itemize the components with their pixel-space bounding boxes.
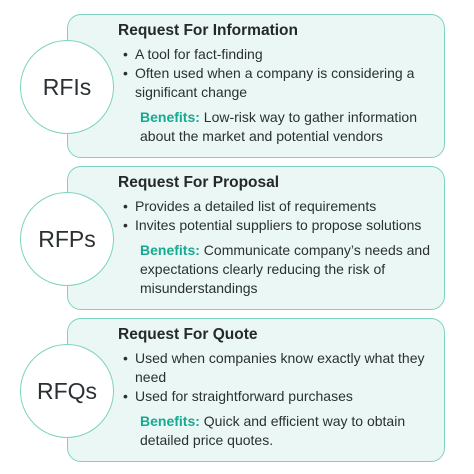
list-item: • Used for straightforward purchases [118,387,436,406]
benefits-text: Low-risk way to gather information about… [140,109,417,144]
rfi-card: Request For Information • A tool for fact… [67,14,445,158]
rfq-content: Request For Quote • Used when companies k… [118,325,436,450]
benefits-label: Benefits: [140,413,200,429]
benefits-text: Quick and efficient way to obtain detail… [140,413,406,448]
rfq-abbr: RFQs [36,377,98,404]
benefits-label: Benefits: [140,109,200,125]
bullet-text: Provides a detailed list of requirements [135,198,377,214]
bullet-icon: • [123,388,128,404]
benefits-text: Communicate company’s needs and expectat… [140,242,430,296]
rfp-circle: RFPs [20,192,114,286]
rfp-abbr: RFPs [38,225,96,252]
benefits-label: Benefits: [140,242,200,258]
bullet-text: A tool for fact-finding [135,46,263,62]
bullet-icon: • [123,350,128,366]
bullet-text: Used for straightforward purchases [135,388,353,404]
rfq-benefits: Benefits: Quick and efficient way to obt… [118,412,436,450]
bullet-icon: • [123,65,128,81]
rfi-content: Request For Information • A tool for fact… [118,21,436,146]
list-item: • Used when companies know exactly what t… [118,349,436,387]
rfp-benefits: Benefits: Communicate company’s needs an… [118,241,436,298]
bullet-icon: • [123,198,128,214]
rfi-title: Request For Information [118,22,298,39]
rfq-card: Request For Quote • Used when companies k… [67,318,445,462]
list-item: • Often used when a company is considerin… [118,64,436,102]
bullet-icon: • [123,217,128,233]
rfp-bullet-list: • Provides a detailed list of requirement… [118,197,436,235]
rfi-circle: RFIs [20,40,114,134]
bullet-text: Often used when a company is considering… [135,65,415,100]
list-item: • A tool for fact-finding [118,45,436,64]
rfp-card: Request For Proposal • Provides a detaile… [67,166,445,310]
rfp-content: Request For Proposal • Provides a detaile… [118,173,436,298]
rfq-circle: RFQs [20,344,114,438]
rfq-title: Request For Quote [118,326,258,343]
rfi-abbr: RFIs [42,73,92,100]
bullet-text: Invites potential suppliers to propose s… [135,217,422,233]
list-item: • Invites potential suppliers to propose … [118,216,436,235]
rfq-bullet-list: • Used when companies know exactly what t… [118,349,436,406]
bullet-icon: • [123,46,128,62]
rfi-benefits: Benefits: Low-risk way to gather informa… [118,108,436,146]
rfi-bullet-list: • A tool for fact-finding • Often used whe… [118,45,436,102]
list-item: • Provides a detailed list of requirement… [118,197,436,216]
bullet-text: Used when companies know exactly what th… [135,350,425,385]
rfp-title: Request For Proposal [118,174,280,191]
